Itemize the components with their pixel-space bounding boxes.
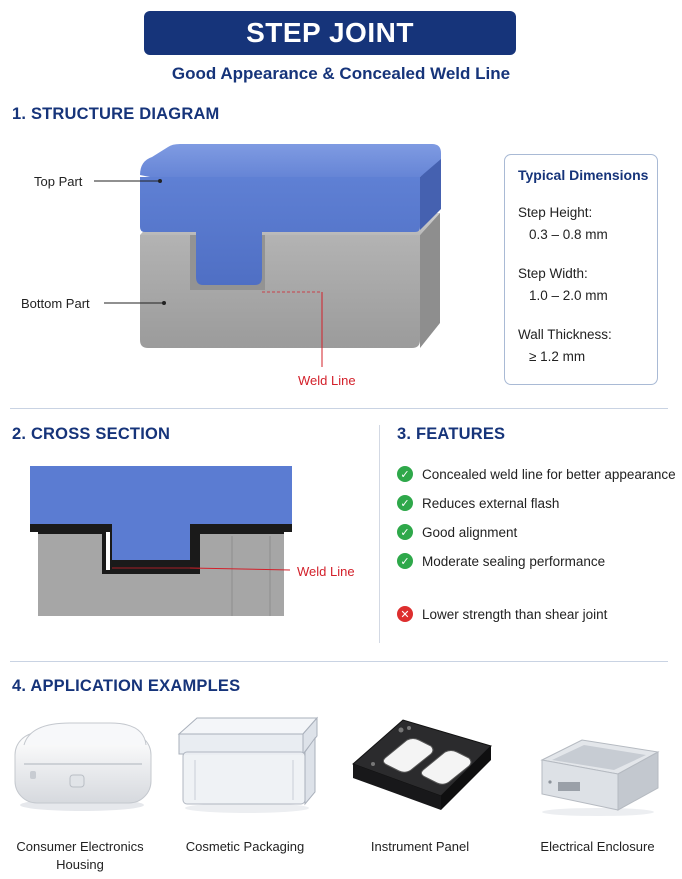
section-applications-heading: 4. APPLICATION EXAMPLES: [12, 677, 241, 695]
top-part-side-face: [420, 159, 441, 230]
electrical-enclosure-image: [540, 739, 660, 816]
typical-dimensions-panel: Typical Dimensions Step Height: 0.3 – 0.…: [504, 154, 658, 385]
divider-2: [10, 661, 668, 662]
cross-top-part: [30, 466, 292, 560]
section-features-heading: 3. FEATURES: [397, 425, 506, 443]
bottom-part-front-face: [140, 235, 420, 348]
feature-text: Reduces external flash: [422, 495, 560, 511]
wall-thickness-label: Wall Thickness:: [518, 327, 612, 342]
feature-item: ✓ Moderate sealing performance: [397, 551, 605, 571]
top-part-label: Top Part: [34, 174, 83, 189]
feature-text: Good alignment: [422, 524, 518, 540]
application-label: Electrical Enclosure: [540, 839, 655, 854]
consumer-electronics-image: [14, 722, 152, 811]
feature-item: ✕ Lower strength than shear joint: [397, 604, 607, 624]
bottom-part-label: Bottom Part: [21, 296, 90, 311]
vertical-divider: [379, 425, 380, 643]
structure-diagram: [94, 144, 441, 367]
feature-text: Moderate sealing performance: [422, 553, 606, 569]
check-circle-icon: ✓: [397, 524, 413, 540]
check-circle-icon: ✓: [397, 495, 413, 511]
application-label: Instrument Panel: [370, 839, 470, 854]
step-height-label: Step Height:: [518, 205, 593, 220]
x-circle-icon: ✕: [397, 606, 413, 622]
section-cross-section-heading: 2. CROSS SECTION: [12, 425, 171, 443]
cross-weld-line-label: Weld Line: [297, 564, 355, 579]
section-structure-heading: 1. STRUCTURE DIAGRAM: [12, 105, 220, 123]
feature-text: Concealed weld line for better appearanc…: [422, 466, 676, 482]
step-width-value: 1.0 – 2.0 mm: [529, 288, 608, 303]
page-subtitle: Good Appearance & Concealed Weld Line: [171, 64, 511, 83]
divider-1: [10, 408, 668, 409]
step-width-label: Step Width:: [518, 266, 588, 281]
cosmetic-packaging-image: [177, 716, 319, 813]
feature-item: ✓ Reduces external flash: [397, 493, 559, 513]
cross-section-diagram: [30, 466, 292, 616]
weld-line-label: Weld Line: [298, 373, 356, 388]
instrument-panel-image: [352, 719, 492, 810]
feature-item: ✓ Concealed weld line for better appeara…: [397, 464, 676, 484]
application-label: Cosmetic Packaging: [185, 839, 305, 854]
feature-item: ✓ Good alignment: [397, 522, 517, 542]
check-circle-icon: ✓: [397, 553, 413, 569]
bottom-part-side-face: [420, 213, 440, 348]
wall-thickness-value: ≥ 1.2 mm: [529, 349, 586, 364]
check-circle-icon: ✓: [397, 466, 413, 482]
step-height-value: 0.3 – 0.8 mm: [529, 227, 608, 242]
application-label: Consumer Electronics Housing: [16, 839, 144, 872]
feature-text: Lower strength than shear joint: [422, 606, 608, 622]
page-title: STEP JOINT: [144, 11, 516, 55]
dimensions-title: Typical Dimensions: [518, 167, 649, 183]
top-part-front-face: [140, 177, 420, 285]
top-part-top-face: [140, 144, 441, 177]
